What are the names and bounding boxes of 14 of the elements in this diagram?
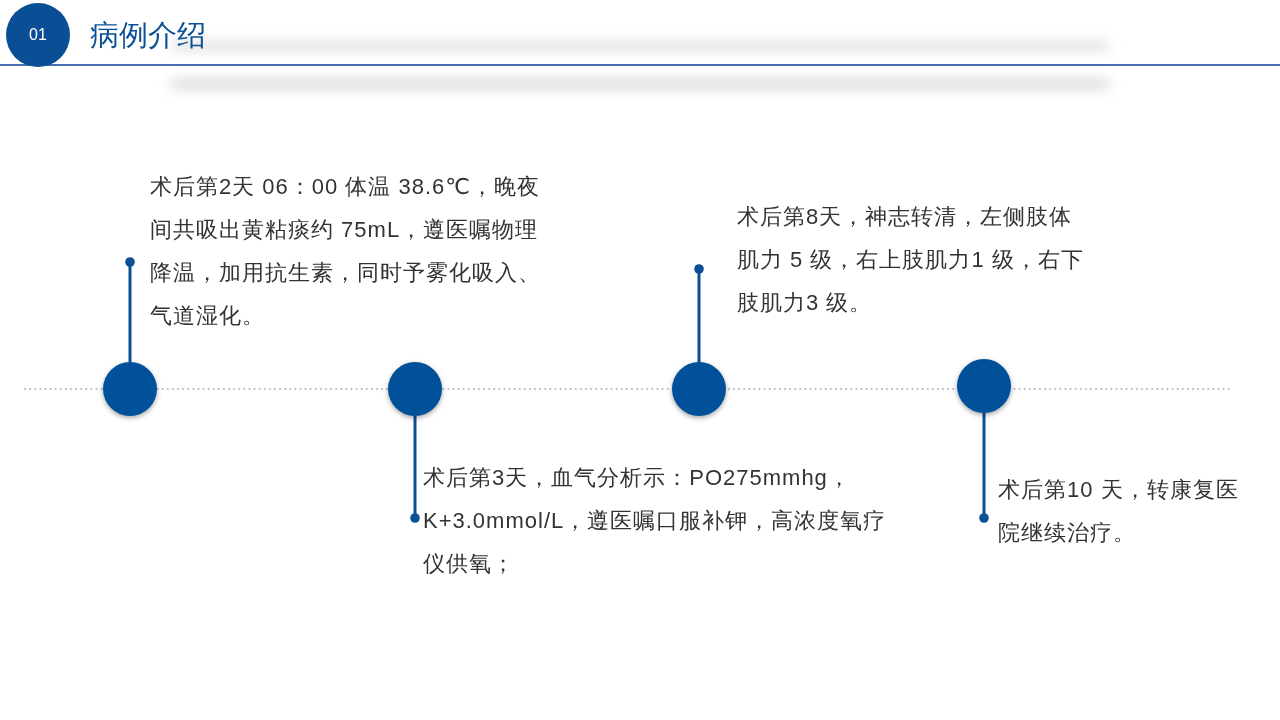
milestone-circle xyxy=(103,362,157,416)
event-text: 术后第10 天，转康复医院继续治疗。 xyxy=(984,468,1256,554)
event-text: 术后第2天 06：00 体温 38.6℃，晚夜间共吸出黄粘痰约 75mL，遵医嘱物理降温，加用抗生素，同时予雾化吸入、气道湿化。 xyxy=(130,165,550,337)
milestone-circle xyxy=(388,362,442,416)
leader-line xyxy=(694,264,704,362)
slide-title: 病例介绍 xyxy=(90,18,206,53)
event-text: 术后第8天，神志转清，左侧肢体肌力 5 级，右上肢肌力1 级，右下肢肌力3 级。 xyxy=(699,195,1089,324)
leader-line xyxy=(979,413,989,523)
section-number-badge: 01 xyxy=(6,3,70,67)
leader-line xyxy=(410,416,420,523)
event-text: 术后第3天，血气分析示：PO275mmhg，K+3.0mmol/L，遵医嘱口服补钾，高浓度氧疗仪供氧； xyxy=(413,456,903,585)
milestone-circle xyxy=(957,359,1011,413)
leader-line xyxy=(125,257,135,362)
milestone-circle xyxy=(672,362,726,416)
